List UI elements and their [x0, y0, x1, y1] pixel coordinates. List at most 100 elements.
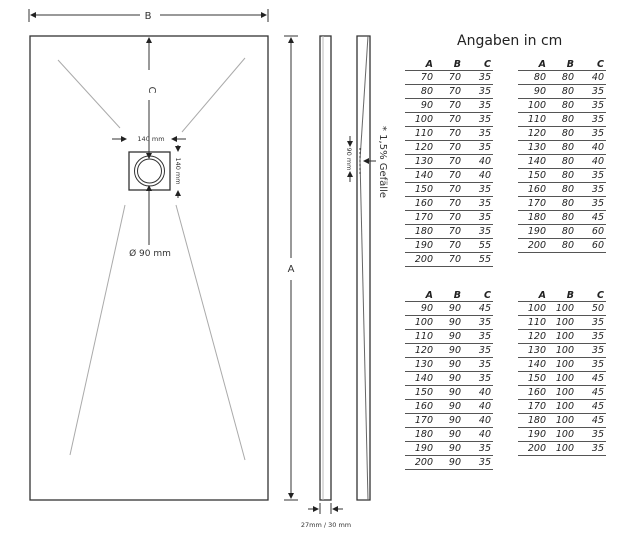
cell-b: 90 — [433, 455, 461, 470]
cell-a: 190 — [518, 224, 546, 239]
cell-c: 35 — [461, 455, 493, 470]
column-header-b: B — [433, 289, 461, 302]
cell-b: 70 — [433, 168, 461, 183]
cell-b: 80 — [546, 98, 574, 113]
column-header-b: B — [546, 289, 574, 302]
tray-side-view — [319, 35, 332, 501]
cell-b: 90 — [433, 413, 461, 428]
cell-a: 120 — [518, 329, 546, 344]
cell-a: 170 — [518, 399, 546, 414]
cell-c: 35 — [461, 196, 493, 211]
cell-c: 55 — [461, 238, 493, 253]
cell-c: 35 — [461, 441, 493, 456]
cell-a: 190 — [518, 427, 546, 442]
slope-line — [359, 35, 369, 161]
cell-b: 100 — [546, 315, 574, 330]
cell-a: 190 — [405, 238, 433, 253]
cell-c: 40 — [574, 70, 606, 85]
cell-c: 35 — [574, 168, 606, 183]
cell-b: 90 — [433, 371, 461, 386]
drain-outer-ring — [134, 155, 165, 187]
cell-c: 40 — [461, 427, 493, 442]
label-a: A — [288, 264, 295, 275]
label-c: C — [146, 87, 157, 94]
cell-b: 70 — [433, 98, 461, 113]
cell-a: 180 — [405, 427, 433, 442]
cell-b: 100 — [546, 343, 574, 358]
cell-c: 35 — [461, 182, 493, 197]
cell-b: 90 — [433, 343, 461, 358]
cell-b: 90 — [433, 357, 461, 372]
cell-c: 35 — [461, 140, 493, 155]
cell-a: 200 — [518, 238, 546, 253]
cell-a: 110 — [518, 315, 546, 330]
cell-a: 100 — [405, 315, 433, 330]
tray-top-view — [29, 35, 269, 501]
cell-b: 70 — [433, 196, 461, 211]
cell-a: 110 — [405, 126, 433, 141]
cell-c: 35 — [461, 98, 493, 113]
column-header-c: C — [461, 289, 493, 302]
cell-c: 45 — [574, 385, 606, 400]
column-header-a: A — [405, 289, 433, 302]
cell-c: 35 — [574, 343, 606, 358]
cell-a: 140 — [518, 154, 546, 169]
cell-c: 60 — [574, 238, 606, 253]
cell-b: 90 — [433, 385, 461, 400]
cell-a: 100 — [518, 98, 546, 113]
cell-b: 80 — [546, 182, 574, 197]
thickness-label: 27mm / 30 mm — [301, 521, 351, 529]
cell-b: 80 — [546, 140, 574, 155]
cell-b: 70 — [433, 154, 461, 169]
cell-b: 100 — [546, 301, 574, 316]
cell-b: 70 — [433, 210, 461, 225]
cell-a: 180 — [518, 413, 546, 428]
cell-c: 35 — [461, 224, 493, 239]
cell-b: 100 — [546, 427, 574, 442]
cell-c: 35 — [574, 112, 606, 127]
cell-a: 160 — [405, 399, 433, 414]
cell-a: 150 — [405, 385, 433, 400]
cell-c: 35 — [461, 84, 493, 99]
cell-a: 120 — [405, 343, 433, 358]
slope-grooves — [57, 57, 246, 461]
column-header-c: C — [461, 58, 493, 71]
cell-a: 180 — [518, 210, 546, 225]
cell-b: 80 — [546, 224, 574, 239]
cell-c: 35 — [574, 329, 606, 344]
cell-b: 70 — [433, 224, 461, 239]
cell-c: 45 — [461, 301, 493, 316]
cell-c: 55 — [461, 252, 493, 267]
cell-a: 200 — [405, 252, 433, 267]
cell-c: 40 — [461, 154, 493, 169]
cell-a: 160 — [518, 182, 546, 197]
cell-a: 170 — [405, 413, 433, 428]
column-header-b: B — [546, 58, 574, 71]
cell-c: 35 — [461, 329, 493, 344]
cell-c: 50 — [574, 301, 606, 316]
